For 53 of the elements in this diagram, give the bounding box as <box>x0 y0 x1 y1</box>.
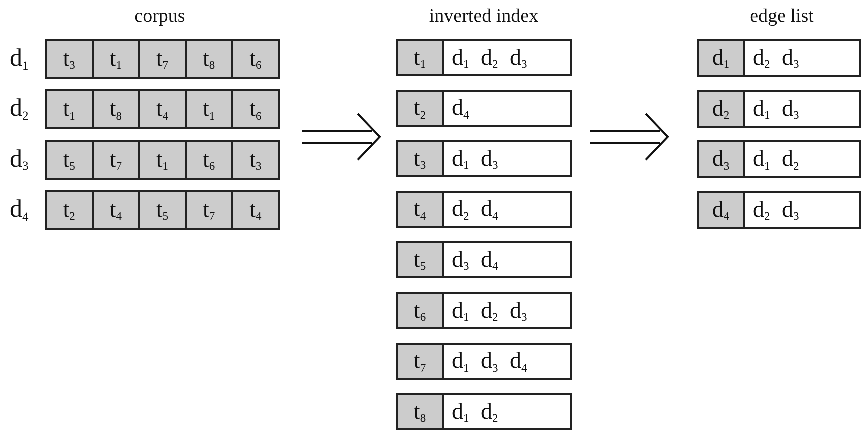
term-cell: t$_{4}$ <box>138 89 187 130</box>
double-arrow <box>589 113 670 161</box>
document-cell: d$_{4}$ <box>697 190 745 229</box>
document-label: d$_{2}$ <box>10 94 29 126</box>
term-cell: t$_{4}$ <box>396 190 444 228</box>
document-label: d$_{3}$ <box>10 144 29 176</box>
term-cell: t$_{5}$ <box>396 241 444 278</box>
posting-list-cell: d$_{1}$ d$_{3}$ <box>442 140 572 178</box>
double-arrow <box>301 113 382 161</box>
term-cell: t$_{1}$ <box>92 39 140 79</box>
neighbor-list-cell: d$_{2}$ d$_{3}$ <box>743 39 861 77</box>
term-cell: t$_{3}$ <box>231 140 280 180</box>
neighbor-list-cell: d$_{1}$ d$_{2}$ <box>743 140 861 178</box>
posting-list-cell: d$_{2}$ d$_{4}$ <box>442 190 572 228</box>
neighbor-list-cell: d$_{1}$ d$_{3}$ <box>743 90 861 128</box>
term-cell: t$_{7}$ <box>396 342 444 380</box>
document-label: d$_{4}$ <box>10 194 29 226</box>
term-cell: t$_{1}$ <box>396 39 444 76</box>
term-cell: t$_{6}$ <box>231 89 280 130</box>
document-cell: d$_{2}$ <box>697 90 745 128</box>
document-cell: d$_{3}$ <box>697 140 745 178</box>
term-cell: t$_{1}$ <box>138 140 187 180</box>
posting-list-cell: d$_{4}$ <box>442 90 572 127</box>
posting-list-cell: d$_{3}$ d$_{4}$ <box>442 241 572 278</box>
table-heading: corpus <box>134 6 186 28</box>
term-cell: t$_{4}$ <box>92 190 140 230</box>
term-cell: t$_{8}$ <box>396 393 444 430</box>
posting-list-cell: d$_{1}$ d$_{2}$ <box>442 393 572 430</box>
term-cell: t$_{2}$ <box>396 90 444 127</box>
neighbor-list-cell: d$_{2}$ d$_{3}$ <box>743 190 861 229</box>
table-heading: edge list <box>750 6 814 28</box>
term-cell: t$_{3}$ <box>396 140 444 178</box>
posting-list-cell: d$_{1}$ d$_{3}$ d$_{4}$ <box>442 342 572 380</box>
term-cell: t$_{5}$ <box>45 140 94 180</box>
posting-list-cell: d$_{1}$ d$_{2}$ d$_{3}$ <box>442 292 572 329</box>
term-cell: t$_{8}$ <box>184 39 234 79</box>
term-cell: t$_{6}$ <box>184 140 234 180</box>
term-cell: t$_{3}$ <box>45 39 94 79</box>
term-cell: t$_{6}$ <box>231 39 280 79</box>
document-cell: d$_{1}$ <box>697 39 745 77</box>
term-cell: t$_{2}$ <box>45 190 94 230</box>
term-cell: t$_{4}$ <box>231 190 280 230</box>
term-cell: t$_{6}$ <box>396 292 444 329</box>
term-cell: t$_{7}$ <box>138 39 187 79</box>
document-label: d$_{1}$ <box>10 44 29 75</box>
term-cell: t$_{8}$ <box>92 89 140 130</box>
term-cell: t$_{1}$ <box>184 89 234 130</box>
posting-list-cell: d$_{1}$ d$_{2}$ d$_{3}$ <box>442 39 572 76</box>
term-cell: t$_{5}$ <box>138 190 187 230</box>
term-cell: t$_{7}$ <box>92 140 140 180</box>
term-cell: t$_{1}$ <box>45 89 94 130</box>
term-cell: t$_{7}$ <box>184 190 234 230</box>
table-heading: inverted index <box>429 6 539 28</box>
